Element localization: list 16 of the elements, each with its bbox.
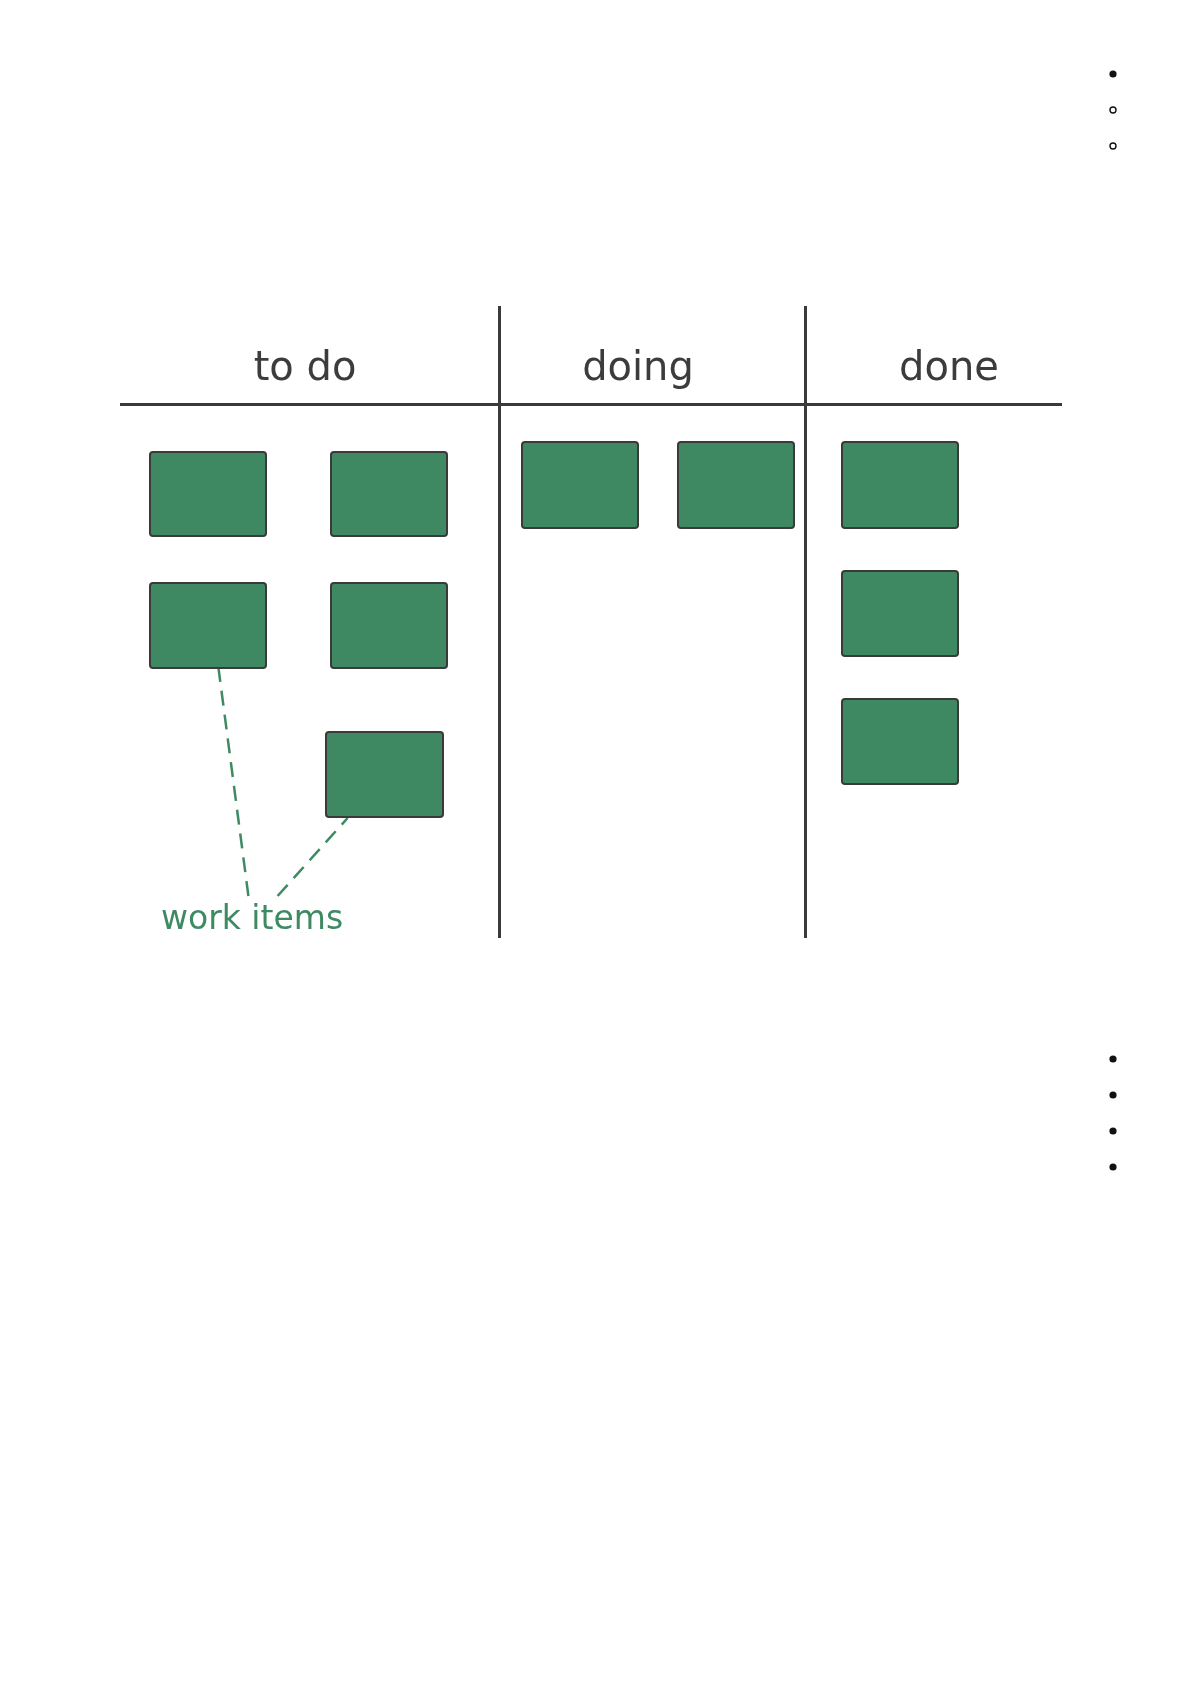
- work-item-card: [325, 731, 444, 818]
- work-item-card: [841, 441, 959, 529]
- leader-line: [217, 668, 250, 897]
- work-item-card: [841, 570, 959, 657]
- leader-line: [276, 817, 349, 897]
- work-item-card: [841, 698, 959, 785]
- work-item-card: [521, 441, 639, 529]
- column-heading: to do: [253, 342, 357, 391]
- work-item-card: [677, 441, 795, 529]
- column-heading: doing: [582, 342, 694, 391]
- work-item-card: [149, 451, 267, 537]
- work-item-card: [149, 582, 267, 669]
- callout-label: work items: [161, 896, 344, 940]
- work-item-card: [330, 451, 448, 537]
- column-heading: done: [899, 342, 999, 391]
- work-item-card: [330, 582, 448, 669]
